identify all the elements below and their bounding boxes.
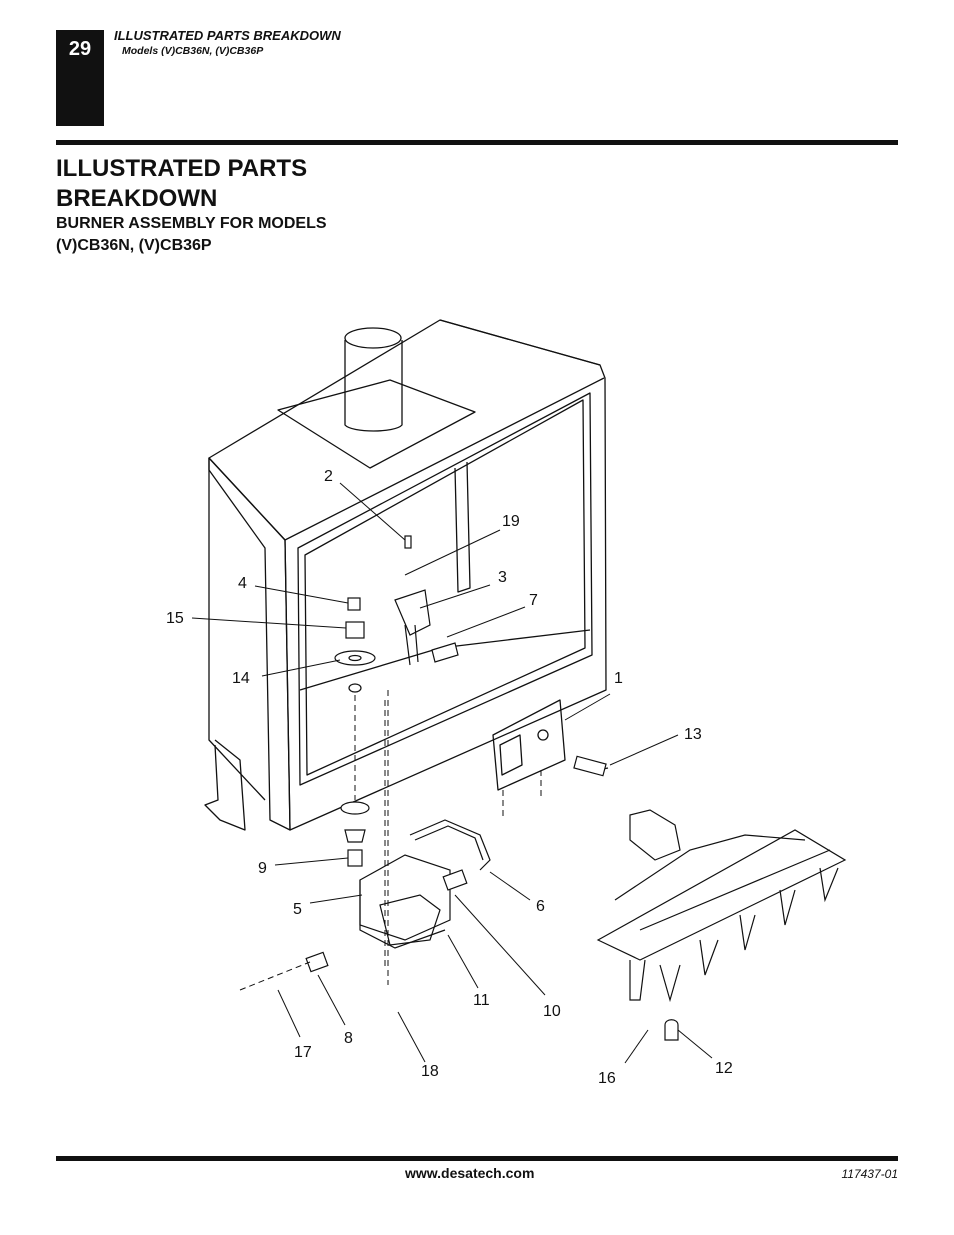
callout-10: 10 (543, 1003, 561, 1020)
page-number-tab: 29 (56, 30, 104, 126)
callout-12: 12 (715, 1060, 733, 1077)
callout-6: 6 (536, 898, 545, 915)
callout-15: 15 (166, 610, 184, 627)
callout-9: 9 (258, 860, 267, 877)
running-header-models: Models (V)CB36N, (V)CB36P (122, 45, 264, 57)
callout-2: 2 (324, 468, 333, 485)
section-title: ILLUSTRATED PARTS BREAKDOWN (56, 155, 308, 212)
callout-1: 1 (614, 670, 623, 687)
running-header-title: ILLUSTRATED PARTS BREAKDOWN (114, 28, 341, 43)
callout-17: 17 (294, 1044, 312, 1061)
callout-4: 4 (238, 575, 247, 592)
callout-11: 11 (473, 992, 490, 1009)
callout-13: 13 (684, 726, 702, 743)
callout-7: 7 (529, 592, 538, 609)
footer-divider (56, 1156, 898, 1161)
footer-website: www.desatech.com (405, 1165, 535, 1181)
callout-18: 18 (421, 1063, 439, 1080)
pilot-assembly (334, 535, 459, 693)
callout-19: 19 (502, 513, 520, 530)
callout-numbers: 1 2 3 4 5 6 7 8 9 10 11 12 13 14 15 16 1… (166, 468, 733, 1087)
section-subtitle: BURNER ASSEMBLY FOR MODELS (V)CB36N, (V)… (56, 215, 327, 254)
callout-5: 5 (293, 901, 302, 918)
burner-grate (573, 755, 847, 1041)
assembly-guide-lines (239, 690, 542, 991)
gas-valve-assembly (305, 801, 491, 973)
callout-3: 3 (498, 569, 507, 586)
page-number: 29 (68, 38, 92, 60)
callout-14: 14 (232, 670, 250, 687)
fireplace-outline (204, 319, 607, 831)
leader-lines (191, 482, 713, 1064)
header-divider (56, 140, 898, 145)
callout-8: 8 (344, 1030, 353, 1047)
footer-document-code: 117437-01 (841, 1167, 899, 1181)
callout-16: 16 (598, 1070, 616, 1087)
